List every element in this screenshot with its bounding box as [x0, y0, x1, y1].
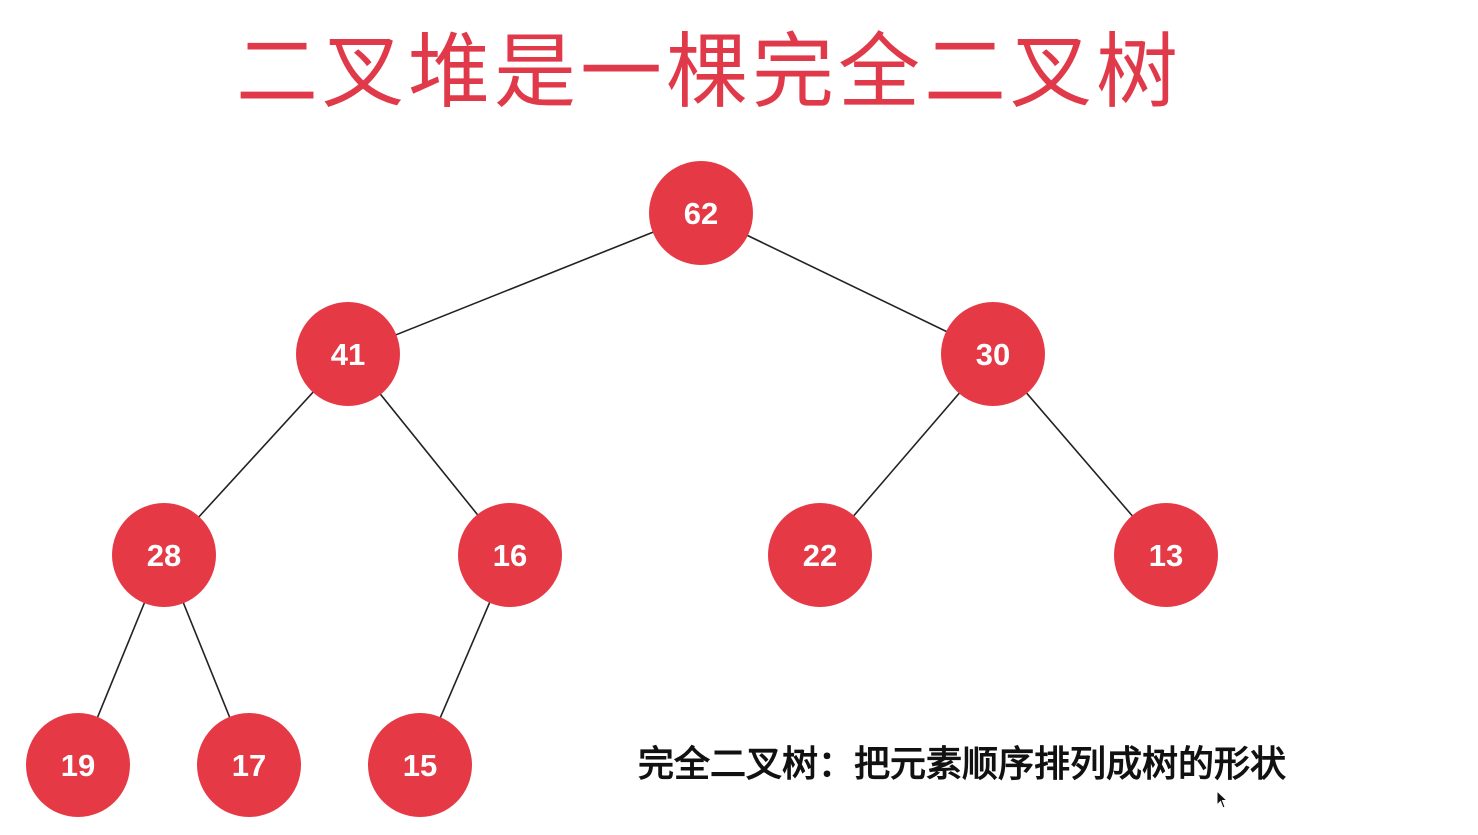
tree-node-label: 28 [147, 538, 181, 573]
tree-edges [77, 212, 1167, 766]
tree-node-circle [112, 503, 216, 607]
tree-node-label: 62 [684, 196, 718, 231]
tree-node: 28 [112, 503, 216, 607]
tree-node-circle [26, 713, 130, 817]
tree-node-label: 13 [1149, 538, 1183, 573]
tree-node-label: 41 [331, 337, 365, 372]
tree-node-label: 30 [976, 337, 1010, 372]
tree-node-circle [368, 713, 472, 817]
tree-node-label: 16 [493, 538, 527, 573]
tree-node: 30 [941, 302, 1045, 406]
tree-node-label: 15 [403, 748, 437, 783]
tree-node: 17 [197, 713, 301, 817]
slide-title: 二叉堆是一棵完全二叉树 [235, 25, 1182, 120]
tree-node-circle [458, 503, 562, 607]
tree-node: 16 [458, 503, 562, 607]
tree-node-circle [768, 503, 872, 607]
tree-node: 22 [768, 503, 872, 607]
tree-edge [347, 212, 702, 355]
caption: 完全二叉树：把元素顺序排列成树的形状 [638, 744, 1287, 785]
tree-node-label: 17 [232, 748, 266, 783]
tree-node-label: 19 [61, 748, 95, 783]
tree-node-circle [941, 302, 1045, 406]
tree-nodes: 62 41 30 28 16 22 13 19 17 15 [26, 161, 1218, 817]
tree-node-circle [197, 713, 301, 817]
tree-node-circle [1114, 503, 1218, 607]
tree-node: 15 [368, 713, 472, 817]
tree-node: 13 [1114, 503, 1218, 607]
tree-edge [700, 212, 994, 355]
tree-node: 41 [296, 302, 400, 406]
tree-node-label: 22 [803, 538, 837, 573]
mouse-pointer-icon [1216, 790, 1229, 809]
tree-node: 19 [26, 713, 130, 817]
tree-node: 62 [649, 161, 753, 265]
tree-node-circle [296, 302, 400, 406]
tree-node-circle [649, 161, 753, 265]
